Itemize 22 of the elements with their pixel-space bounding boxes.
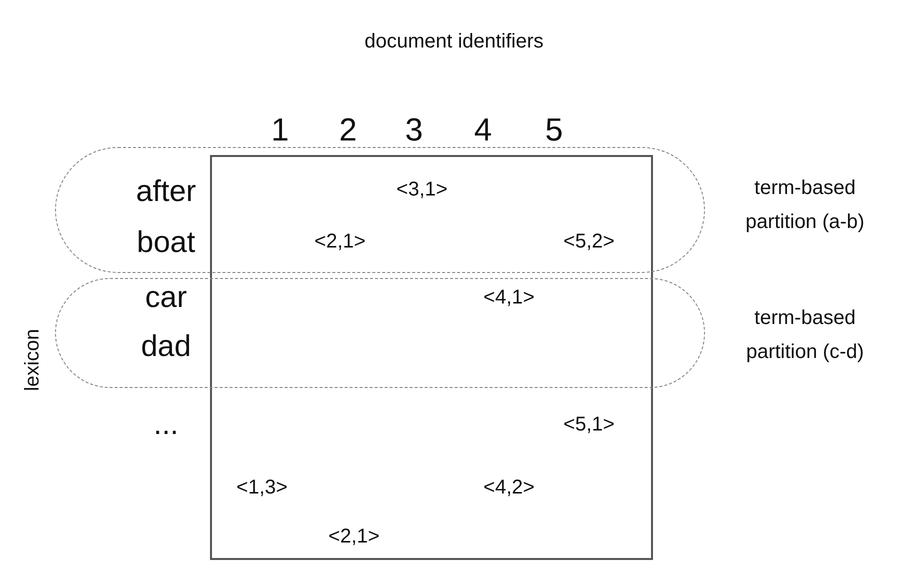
ellipsis: ... (154, 408, 178, 442)
term-label: car (145, 281, 187, 315)
posting-entry: <4,1> (483, 286, 535, 310)
posting-entry: <1,3> (236, 476, 288, 500)
term-label: boat (136, 226, 196, 260)
posting-entry: <5,1> (563, 414, 615, 436)
term-label: after (136, 175, 196, 209)
partition-label: term-based partition (a-b) (744, 176, 866, 235)
posting-entry: <5,2> (563, 230, 615, 254)
term-label: dad (140, 330, 192, 364)
column-number: 5 (545, 112, 563, 148)
posting-entry: <2,1> (328, 526, 380, 548)
column-number: 1 (271, 112, 289, 148)
partition-label: term-based partition (c-d) (745, 306, 865, 365)
axis-title: document identifiers (364, 30, 544, 54)
axis-title: lexicon (22, 328, 44, 392)
column-number: 3 (405, 112, 423, 148)
column-number: 2 (339, 112, 357, 148)
posting-entry: <3,1> (396, 178, 448, 202)
column-number: 4 (474, 112, 492, 148)
posting-entry: <4,2> (483, 476, 535, 500)
posting-entry: <2,1> (314, 230, 366, 254)
